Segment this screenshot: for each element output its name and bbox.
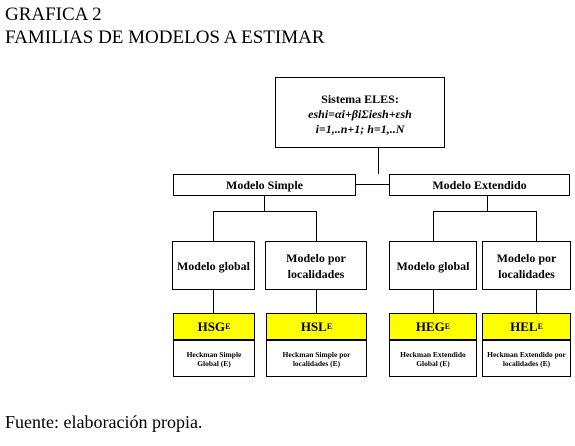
connector-root-down <box>378 148 379 174</box>
connector-extended-down <box>487 196 488 212</box>
connector-extended-left <box>433 211 434 241</box>
desc-heg: Heckman Extendido Global (E) <box>389 340 477 377</box>
connector-extended-horizontal <box>433 211 536 212</box>
connector-simple-horizontal <box>213 211 316 212</box>
connector-leaf1-down <box>213 290 214 313</box>
connector-simple-right <box>316 211 317 241</box>
connector-simple-down <box>264 196 265 212</box>
connector-leaf2-down <box>316 290 317 313</box>
node-simple-localidades: Modelo por localidades <box>265 241 367 290</box>
root-formula-indices: i=1,..n+1; h=1,..N <box>315 122 405 136</box>
node-modelo-extendido: Modelo Extendido <box>389 174 570 196</box>
footer-source: Fuente: elaboración propia. <box>5 412 203 432</box>
connector-simple-left <box>213 211 214 241</box>
desc-hsg: Heckman Simple Global (E) <box>173 340 255 377</box>
heading-subtitle: FAMILIAS DE MODELOS A ESTIMAR <box>5 27 325 48</box>
connector-level1-join <box>356 184 389 185</box>
root-title: Sistema ELES: <box>321 92 399 106</box>
node-extendido-localidades: Modelo por localidades <box>482 241 571 290</box>
heading-grafica: GRAFICA 2 <box>5 4 102 25</box>
root-formula-equation: eshi=αi+βiΣiesh+εsh <box>308 107 412 121</box>
connector-leaf4-down <box>536 290 537 313</box>
node-simple-global: Modelo global <box>172 241 255 290</box>
node-extendido-global: Modelo global <box>389 241 477 290</box>
desc-hel: Heckman Extendido por localidades (E) <box>482 340 571 377</box>
root-node-eles: Sistema ELES: eshi=αi+βiΣiesh+εsh i=1,..… <box>275 77 445 148</box>
connector-leaf3-down <box>433 290 434 313</box>
node-modelo-simple: Modelo Simple <box>173 174 356 196</box>
connector-extended-right <box>536 211 537 241</box>
desc-hsl: Heckman Simple por localidades (E) <box>266 340 367 377</box>
